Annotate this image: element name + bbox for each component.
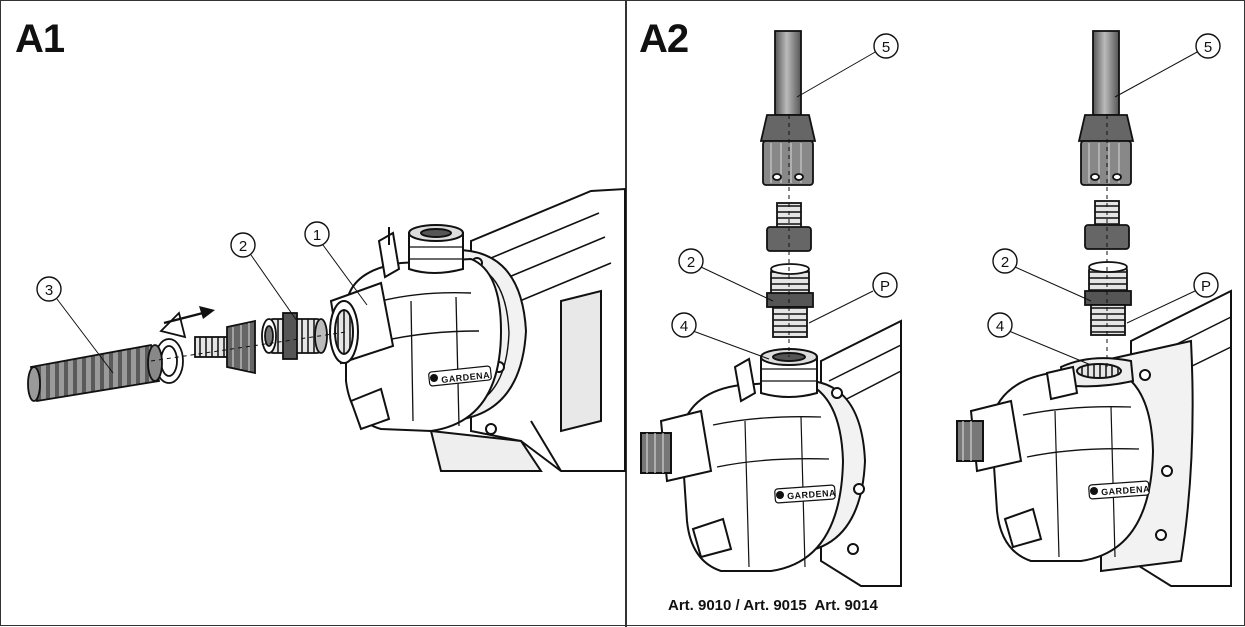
callout-p-right: P <box>1126 272 1219 324</box>
a2-right-stack <box>1077 30 1135 336</box>
callout-2-label: 2 <box>239 238 247 255</box>
panel-title-a1: A1 <box>15 17 65 61</box>
callout-2-left-label: 2 <box>687 254 695 271</box>
a1-suction-hose <box>27 343 163 403</box>
callout-4-right-label: 4 <box>996 318 1004 335</box>
brand-label-a2-right: GARDENA <box>1101 484 1151 497</box>
callout-5-right: 5 <box>1114 33 1221 98</box>
callout-4-left-label: 4 <box>680 318 688 335</box>
callout-2-right-label: 2 <box>1001 254 1009 271</box>
callout-1-label: 1 <box>313 227 321 244</box>
callout-5-right-label: 5 <box>1204 39 1212 56</box>
callout-3-label: 3 <box>45 282 53 299</box>
callout-1: 1 <box>304 221 368 306</box>
a1-pump-drawing: GARDENA <box>329 187 626 472</box>
a1-adapter <box>261 312 328 360</box>
callout-3: 3 <box>36 276 114 374</box>
brand-label-a2-left: GARDENA <box>787 488 837 501</box>
a2-left-pump-drawing: GARDENA <box>640 319 902 587</box>
callout-5-left-label: 5 <box>882 39 890 56</box>
panel-title-a2: A2 <box>639 17 689 61</box>
callout-p-left-label: P <box>880 278 890 295</box>
callout-2-right: 2 <box>992 248 1092 302</box>
a1-push-arrow <box>163 306 215 325</box>
callout-4-right: 4 <box>987 312 1092 366</box>
callout-5-left: 5 <box>796 33 899 98</box>
article-numbers-label: Art. 9010 / Art. 9015 Art. 9014 <box>668 597 878 614</box>
a1-assembly-axis <box>150 331 347 362</box>
a1-hose-connector <box>194 319 256 375</box>
callout-2-left: 2 <box>678 248 774 302</box>
callout-4-left: 4 <box>671 312 770 360</box>
callout-2: 2 <box>230 232 298 322</box>
callout-p-right-label: P <box>1201 278 1211 295</box>
a2-left-stack <box>759 30 817 338</box>
callout-p-left: P <box>808 272 898 324</box>
a2-right-pump-drawing: GARDENA <box>956 289 1232 587</box>
